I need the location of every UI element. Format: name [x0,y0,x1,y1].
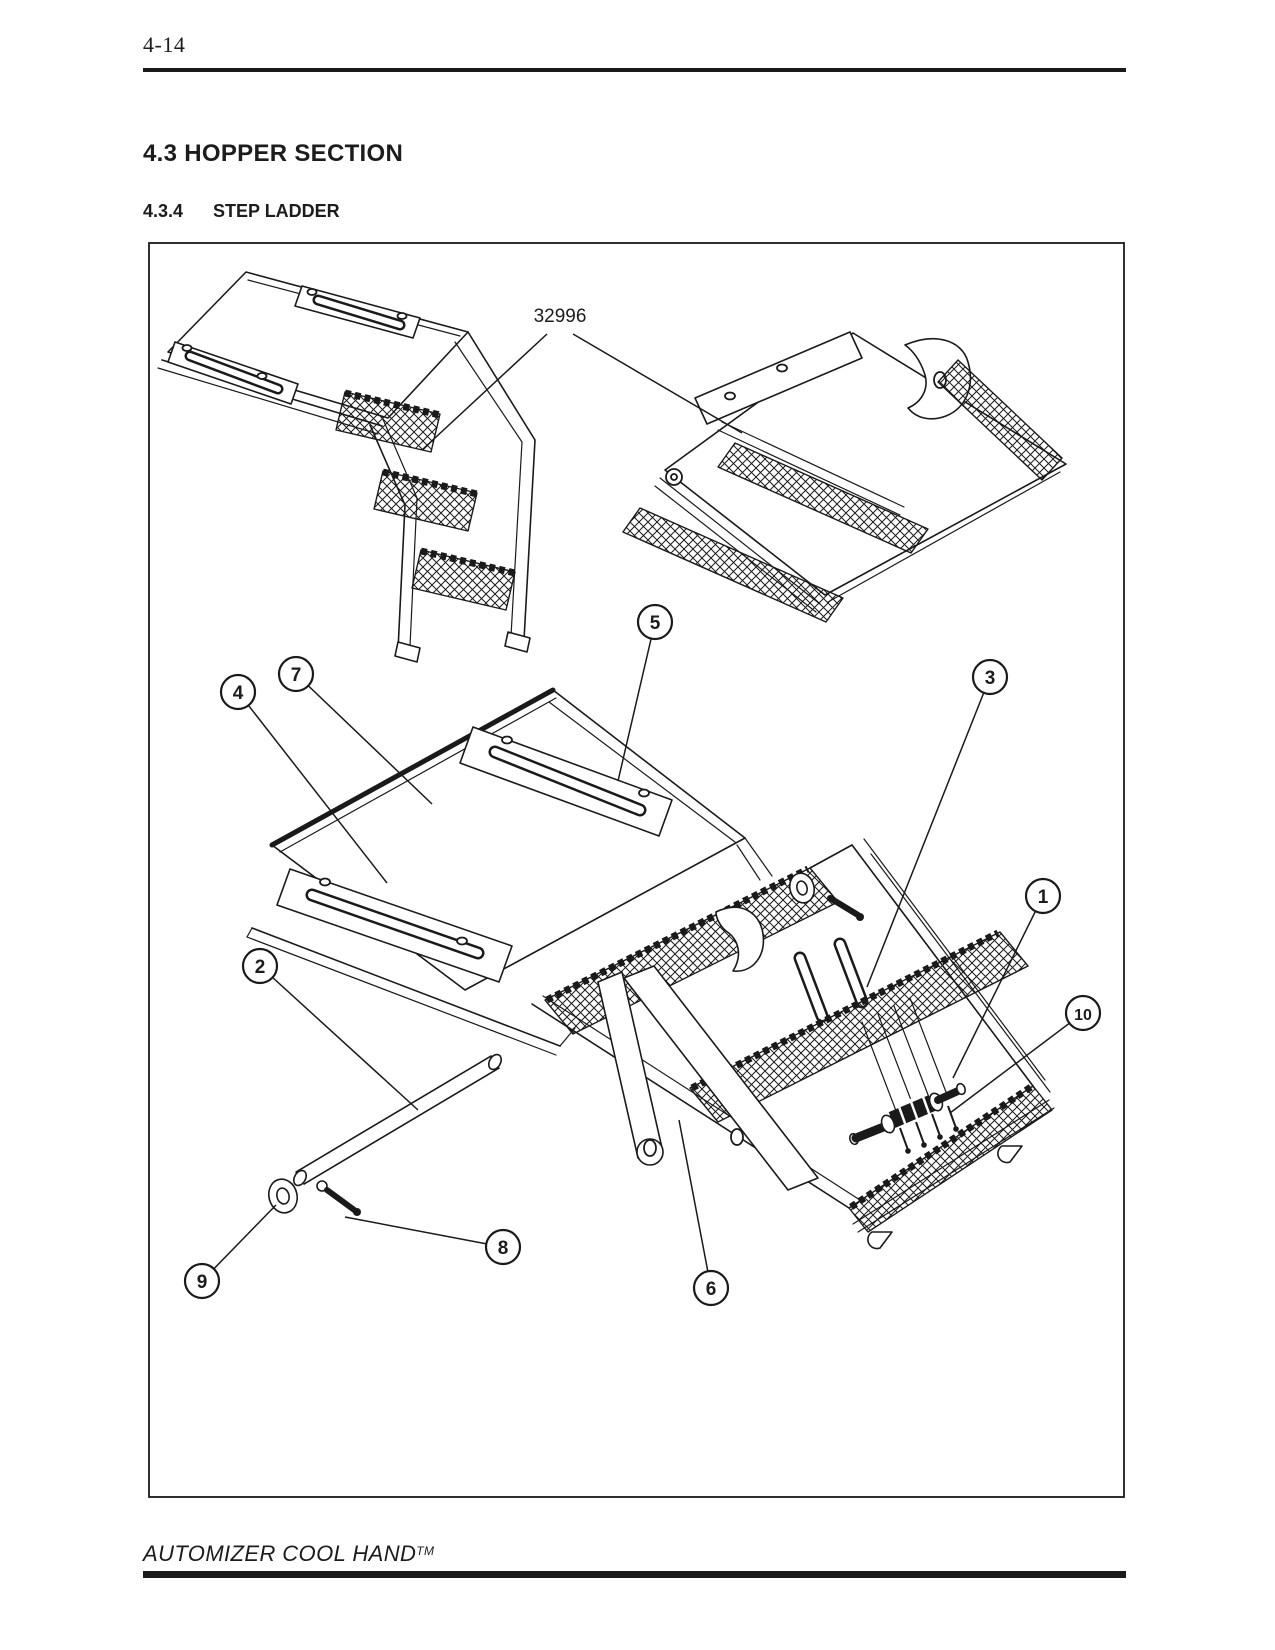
callout-1: 1 [1024,877,1062,915]
footer-brand: AUTOMIZER COOL HANDTM [143,1541,434,1567]
stowed-ladder-drawing [622,331,1067,623]
callout-8-label: 8 [498,1238,509,1259]
callout-10: 10 [1064,994,1102,1032]
callout-4-label: 4 [233,683,244,704]
callout-3: 3 [971,658,1009,696]
callout-4: 4 [219,673,257,711]
figure-border [148,242,1125,1498]
header-rule [143,68,1126,72]
pivot-rod [292,1053,503,1187]
callout-6-label: 6 [706,1279,717,1300]
mounting-frame [246,687,773,1056]
latch-hook [715,906,765,972]
callout-10-label: 10 [1074,1007,1092,1024]
callout-9-label: 9 [197,1272,208,1293]
spring-latch [848,997,967,1154]
part-number-label: 32996 [534,306,587,327]
pivot-arms [597,965,819,1191]
callout-5: 5 [636,603,674,641]
ladder-treads [335,389,516,611]
callout-leaders [201,621,1084,1289]
callout-7: 7 [277,655,315,693]
washer-right [788,872,816,904]
subsection-heading: 4.3.4 STEP LADDER [143,201,340,222]
washer-left [267,1178,299,1214]
mount-bracket [694,331,863,425]
part-label-group: 32996 [421,306,743,451]
callout-5-label: 5 [650,613,661,634]
callout-1-label: 1 [1038,887,1049,908]
footer-brand-text: AUTOMIZER COOL HAND [143,1541,417,1566]
callout-9: 9 [183,1262,221,1300]
subsection-number: 4.3.4 [143,201,184,221]
callout-2: 2 [241,947,279,985]
callout-3-label: 3 [985,668,996,689]
subsection-title: STEP LADDER [213,201,340,221]
left-rail [369,424,406,651]
right-rail [467,331,536,641]
trademark-symbol: TM [416,1544,435,1558]
footer-rule [143,1571,1126,1578]
callout-6: 6 [692,1269,730,1307]
exploded-view-drawing [246,687,1055,1250]
page-number: 4-14 [143,32,186,57]
callout-8: 8 [484,1228,522,1266]
callout-7-label: 7 [291,665,302,686]
deployed-ladder-drawing [157,271,536,663]
section-heading: 4.3 HOPPER SECTION [143,140,404,167]
cotter-pin-right [827,895,864,921]
cotter-pin-left [316,1180,361,1216]
callout-2-label: 2 [255,957,266,978]
